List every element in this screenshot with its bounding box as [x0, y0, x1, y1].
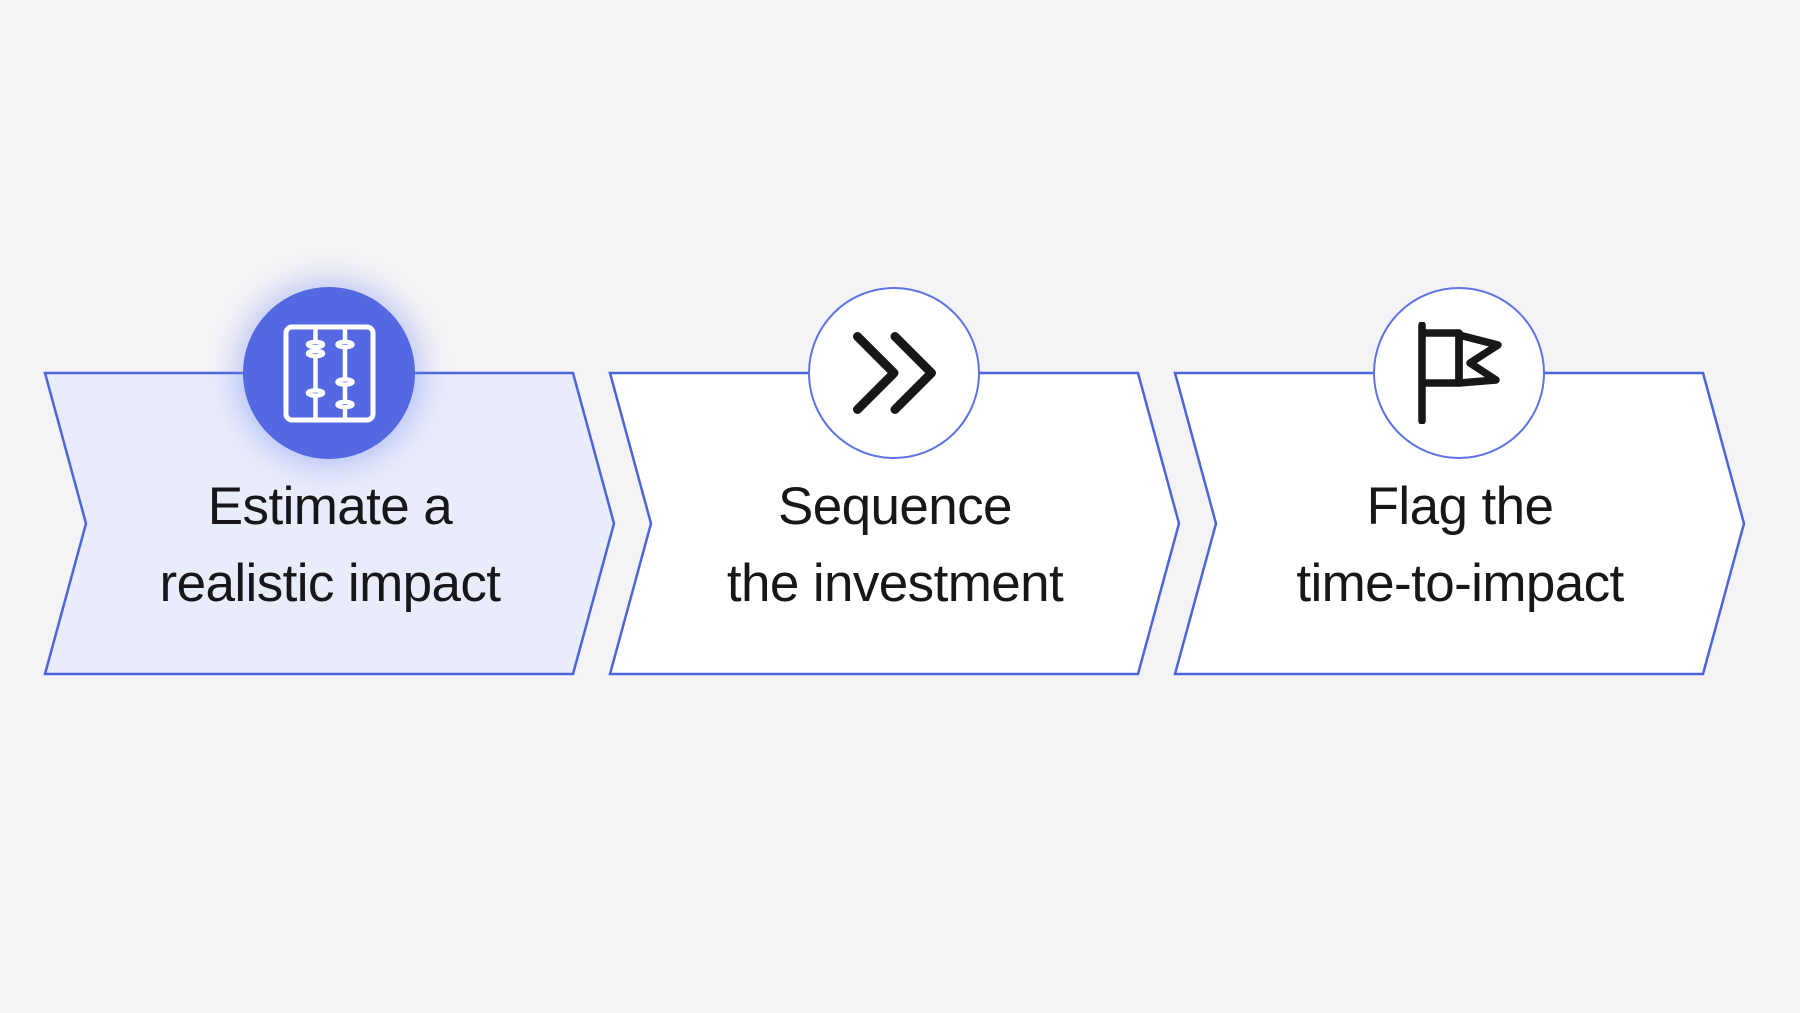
chevron-banner-shape — [1173, 371, 1746, 676]
abacus-icon — [283, 324, 375, 422]
step-title-line: Estimate a — [207, 477, 453, 536]
step-estimate-impact: Estimate a realistic impact — [43, 287, 616, 676]
chevron-banner-shape — [43, 371, 616, 676]
step-sequence-investment: Sequence the investment — [608, 287, 1181, 676]
chevron-banner-shape — [608, 371, 1181, 676]
step-title: Sequence the investment — [610, 468, 1180, 622]
step-title: Estimate a realistic impact — [45, 468, 615, 622]
step-flag-time-to-impact: Flag the time-to-impact — [1173, 287, 1746, 676]
step-title-line: Sequence — [778, 477, 1013, 536]
step-title-line: time-to-impact — [1296, 554, 1624, 613]
step-title: Flag the time-to-impact — [1175, 468, 1745, 622]
step-icon-badge — [1373, 287, 1545, 459]
step-title-line: the investment — [726, 554, 1064, 613]
fast-forward-icon — [852, 332, 936, 414]
step-title-line: Flag the — [1366, 477, 1554, 536]
step-title-line: realistic impact — [159, 554, 501, 613]
step-icon-badge — [808, 287, 980, 459]
flag-icon — [1418, 322, 1502, 424]
step-icon-badge — [243, 287, 415, 459]
